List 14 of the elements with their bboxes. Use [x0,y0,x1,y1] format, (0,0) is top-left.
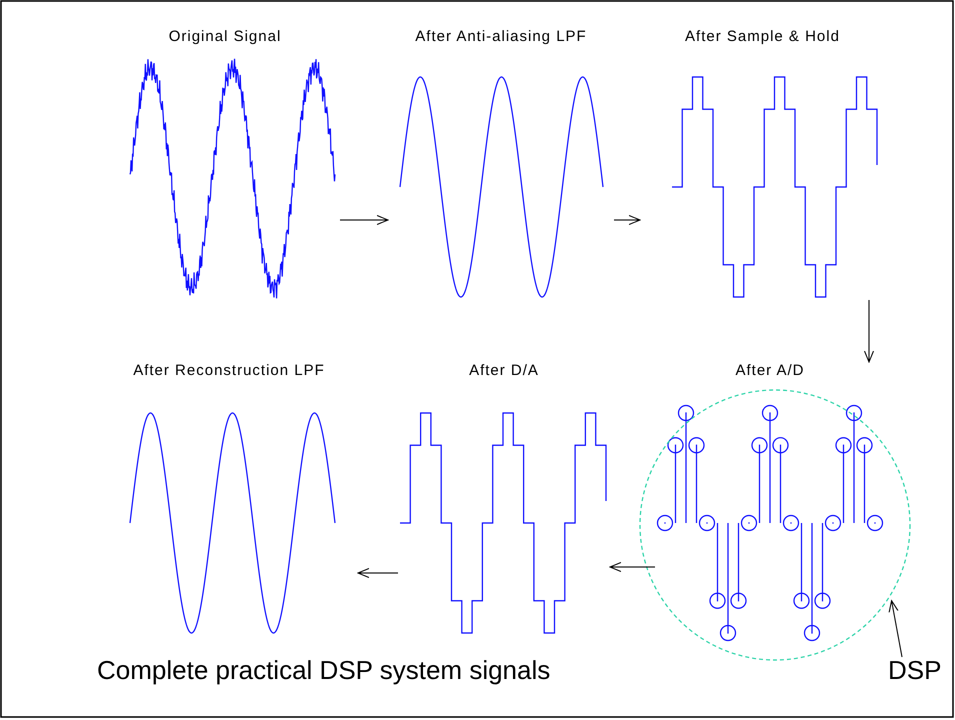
arrow [358,568,398,578]
arrow [614,215,640,225]
arrow [610,562,656,572]
panel-title: After Reconstruction LPF [132,362,326,379]
panel-title: After Anti-aliasing LPF [414,28,588,45]
region-label: DSP [888,655,942,686]
panel-title: After Sample & Hold [684,28,841,45]
arrow [340,215,388,225]
panel-title: After A/D [734,362,806,379]
arrow [864,300,874,362]
arrow [888,600,902,658]
panel-title: After D/A [468,362,540,379]
panel-title: Original Signal [168,28,282,45]
caption: Complete practical DSP system signals [97,655,550,686]
